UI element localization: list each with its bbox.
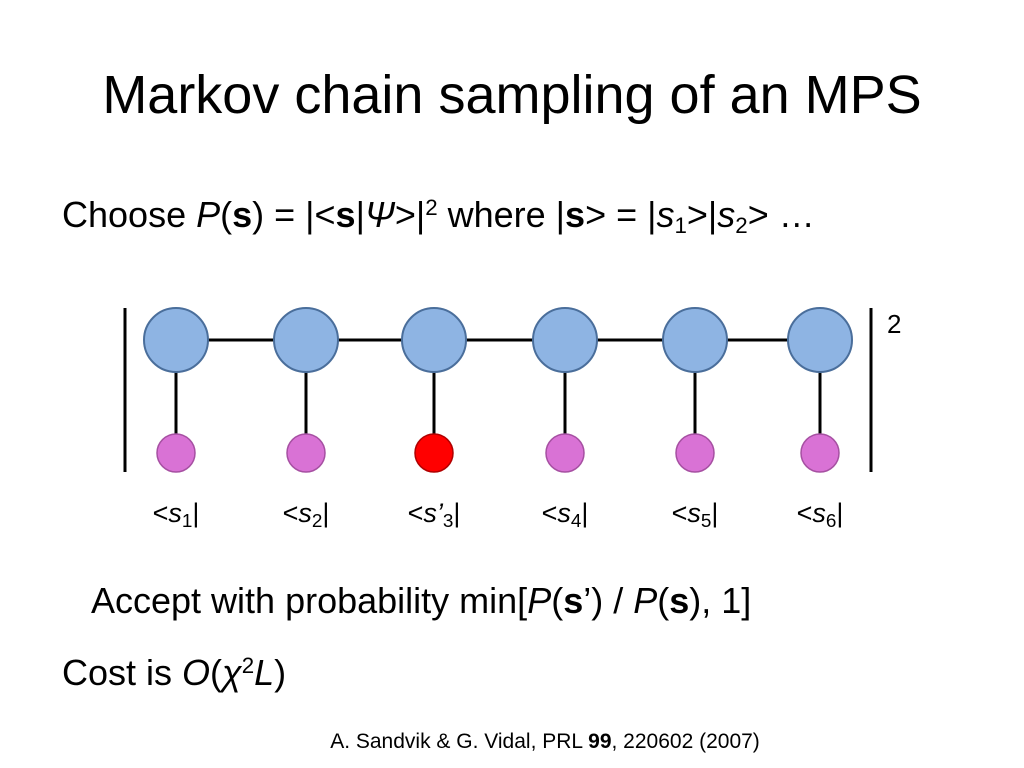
acceptance-rule: Accept with probability min[P(s’) / P(s)… (91, 580, 752, 621)
probability-definition: Choose P(s) = |<s|Ψ>|2 where |s> = |s1>|… (62, 194, 815, 239)
mps-site (532, 307, 598, 473)
bra-label: <s6| (796, 498, 844, 532)
mps-site (143, 307, 209, 473)
citation: A. Sandvik & G. Vidal, PRL 99, 220602 (2… (330, 730, 760, 753)
bra-label: <s4| (541, 498, 589, 532)
tensor-node (787, 307, 853, 373)
tensor-node (532, 307, 598, 373)
physical-state (545, 433, 585, 473)
tensor-node (662, 307, 728, 373)
bra-label: <s5| (671, 498, 719, 532)
tensor-node (401, 307, 467, 373)
mps-sites (143, 307, 853, 473)
bra-label: <s’3| (407, 498, 461, 532)
physical-state (286, 433, 326, 473)
mps-site (401, 307, 467, 473)
mps-site (787, 307, 853, 473)
diagram-exponent: 2 (887, 309, 901, 339)
physical-state (675, 433, 715, 473)
cost-statement: Cost is O(χ2L) (62, 652, 287, 693)
physical-state (156, 433, 196, 473)
bra-label: <s1| (152, 498, 200, 532)
mps-site (273, 307, 339, 473)
tensor-node (273, 307, 339, 373)
tensor-node (143, 307, 209, 373)
physical-state (800, 433, 840, 473)
changed-physical-state (414, 433, 454, 473)
slide-title: Markov chain sampling of an MPS (102, 65, 922, 125)
bra-label: <s2| (282, 498, 330, 532)
mps-site (662, 307, 728, 473)
